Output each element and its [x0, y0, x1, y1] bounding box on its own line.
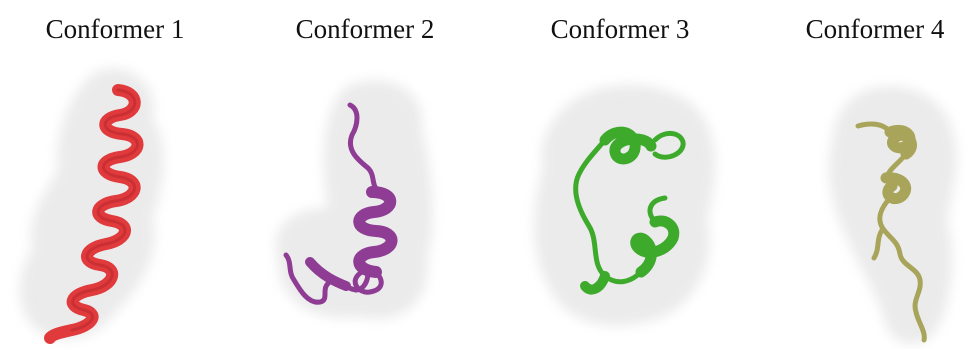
conformer-3-panel: Conformer 3 — [505, 0, 735, 349]
conformer-1-label: Conformer 1 — [0, 14, 230, 45]
conformer-1-panel: Conformer 1 — [0, 0, 230, 349]
conformer-4-label: Conformer 4 — [780, 14, 970, 45]
conformer-3-structure — [505, 50, 735, 349]
conformer-2-structure — [250, 50, 480, 349]
conformer-4-panel: Conformer 4 — [780, 0, 970, 349]
conformer-3-label: Conformer 3 — [505, 14, 735, 45]
conformer-4-structure — [780, 50, 970, 349]
molecular-surface — [22, 71, 162, 337]
conformer-1-structure — [0, 50, 230, 349]
conformer-2-panel: Conformer 2 — [250, 0, 480, 349]
conformer-2-label: Conformer 2 — [250, 14, 480, 45]
molecular-surface — [536, 87, 712, 324]
